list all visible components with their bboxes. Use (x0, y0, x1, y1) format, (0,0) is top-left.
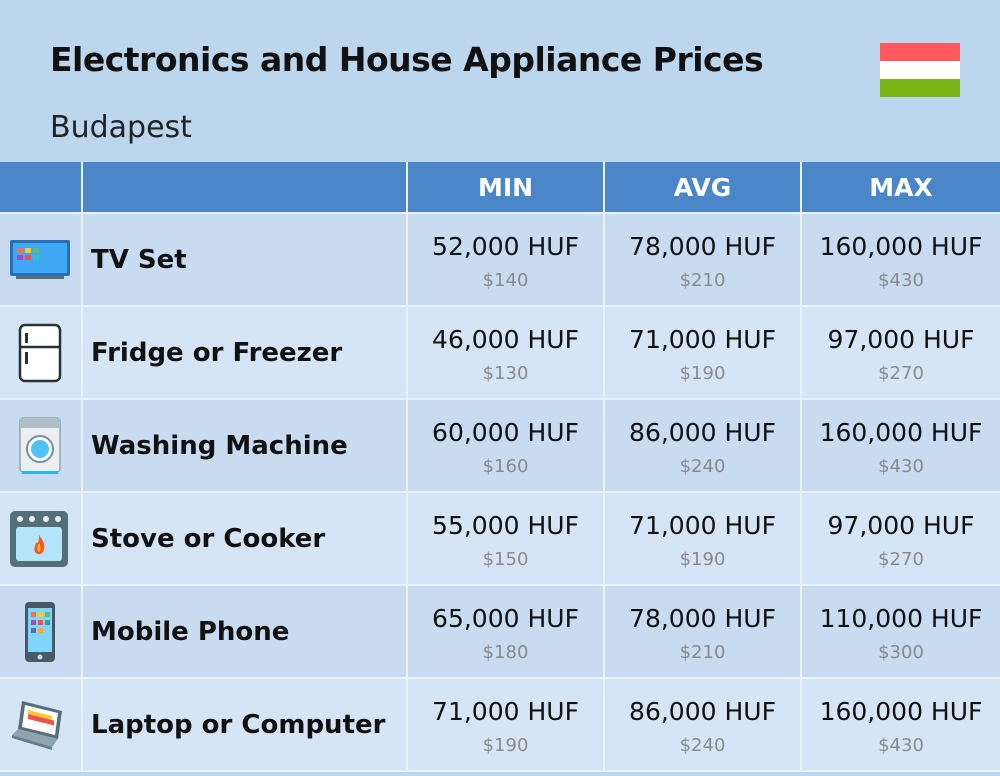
city-subtitle: Budapest (50, 110, 192, 145)
table-row: Laptop or Computer 71,000 HUF$190 86,000… (0, 679, 1000, 772)
min-cell: 55,000 HUF$150 (408, 493, 605, 586)
table-row: Fridge or Freezer 46,000 HUF$130 71,000 … (0, 307, 1000, 400)
min-cell: 52,000 HUF$140 (408, 214, 605, 307)
max-cell: 97,000 HUF$270 (802, 307, 1000, 400)
min-cell: 65,000 HUF$180 (408, 586, 605, 679)
header-blank-cell (0, 162, 83, 214)
avg-cell: 78,000 HUF$210 (605, 214, 802, 307)
fridge-icon (18, 323, 62, 383)
column-header-min: MIN (408, 162, 605, 214)
avg-cell: 86,000 HUF$240 (605, 679, 802, 772)
table-row: Mobile Phone 65,000 HUF$180 78,000 HUF$2… (0, 586, 1000, 679)
mobile-phone-icon (25, 602, 55, 662)
avg-cell: 78,000 HUF$210 (605, 586, 802, 679)
laptop-icon (12, 701, 62, 750)
min-cell: 60,000 HUF$160 (408, 400, 605, 493)
header-name-cell (83, 162, 408, 214)
stove-icon (10, 511, 68, 567)
page-title: Electronics and House Appliance Prices (50, 40, 764, 79)
max-cell: 160,000 HUF$430 (802, 400, 1000, 493)
washing-machine-icon (19, 417, 61, 474)
row-label: Laptop or Computer (91, 709, 386, 740)
min-cell: 71,000 HUF$190 (408, 679, 605, 772)
max-cell: 110,000 HUF$300 (802, 586, 1000, 679)
min-cell: 46,000 HUF$130 (408, 307, 605, 400)
table-row: TV Set 52,000 HUF$140 78,000 HUF$210 160… (0, 214, 1000, 307)
row-label: TV Set (91, 244, 187, 275)
table-row: Washing Machine 60,000 HUF$160 86,000 HU… (0, 400, 1000, 493)
max-cell: 97,000 HUF$270 (802, 493, 1000, 586)
hungary-flag-icon (880, 43, 960, 97)
row-label: Washing Machine (91, 430, 348, 461)
row-label: Stove or Cooker (91, 523, 326, 554)
avg-cell: 71,000 HUF$190 (605, 493, 802, 586)
avg-cell: 71,000 HUF$190 (605, 307, 802, 400)
table-row: Stove or Cooker 55,000 HUF$150 71,000 HU… (0, 493, 1000, 586)
max-cell: 160,000 HUF$430 (802, 679, 1000, 772)
column-header-max: MAX (802, 162, 1000, 214)
max-cell: 160,000 HUF$430 (802, 214, 1000, 307)
row-label: Fridge or Freezer (91, 337, 343, 368)
column-header-avg: AVG (605, 162, 802, 214)
avg-cell: 86,000 HUF$240 (605, 400, 802, 493)
tv-icon (10, 240, 70, 279)
price-table: MIN AVG MAX TV Set 52,000 HUF$140 78,000… (0, 162, 1000, 772)
table-header-row: MIN AVG MAX (0, 162, 1000, 214)
row-label: Mobile Phone (91, 616, 290, 647)
